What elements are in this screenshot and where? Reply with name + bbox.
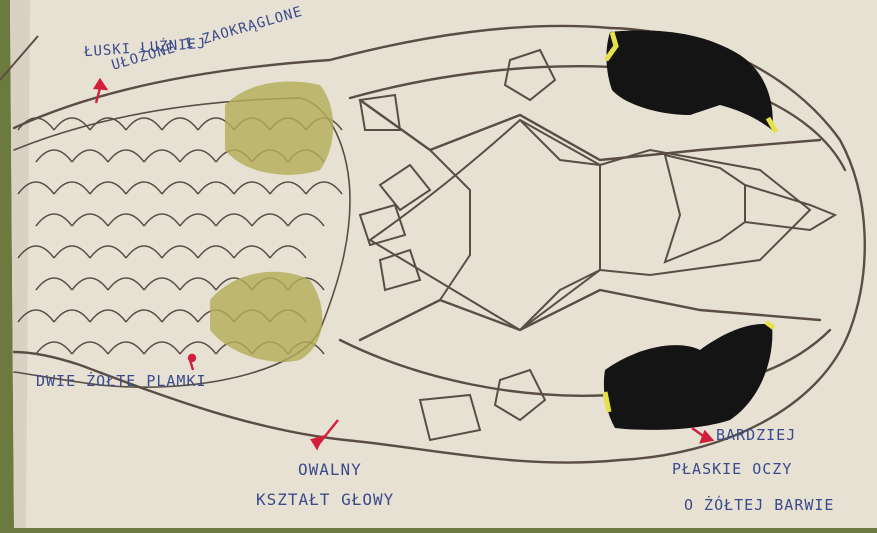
label-eyes-line2: PŁASKIE OCZY — [672, 460, 792, 478]
label-eyes-line1: BARDZIEJ — [716, 426, 796, 444]
yellow-spot-upper — [225, 82, 333, 175]
label-spots: DWIE ŻÓŁTE PLAMKI — [36, 372, 207, 390]
label-head-line1: OWALNY — [298, 460, 362, 479]
label-head-line2: KSZTAŁT GŁOWY — [256, 490, 394, 509]
label-eyes-line3: O ŻÓŁTEJ BARWIE — [684, 496, 834, 514]
